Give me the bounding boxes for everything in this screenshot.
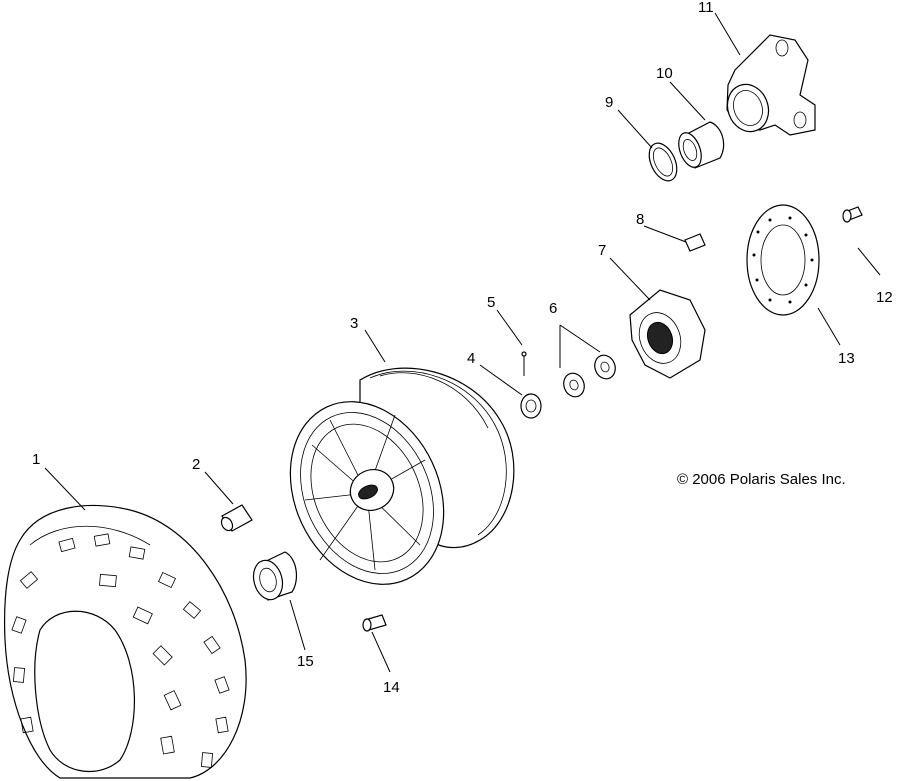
castle-nut-part [520,393,542,419]
bearing-carrier-part [726,34,816,136]
bearing-part [678,121,725,169]
callout-11: 11 [698,0,714,16]
brake-disc-screw-part [842,206,863,223]
cotter-pin-part [521,351,527,376]
copyright-notice: © 2006 Polaris Sales Inc. [677,471,846,488]
callout-14: 14 [383,679,400,696]
wheel-bolt-part [362,614,387,632]
callout-3: 3 [350,315,358,332]
callout-9: 9 [605,94,613,111]
retaining-ring-part [648,142,678,182]
wheel-hub-part [629,289,706,379]
tire-part [4,504,247,779]
callout-8: 8 [636,211,644,228]
callout-12: 12 [876,289,893,306]
callout-5: 5 [487,294,495,311]
callout-2: 2 [192,456,200,473]
brake-disc-part [746,204,820,316]
callout-7: 7 [598,242,606,259]
callout-15: 15 [297,653,314,670]
callout-1: 1 [32,451,40,468]
callout-6: 6 [549,300,557,317]
callout-10: 10 [656,65,673,82]
callout-4: 4 [467,350,475,367]
leader-lines [44,12,881,673]
washer-part [563,354,616,398]
wheel-rim-part [289,367,515,585]
lug-nut-cap-part [252,551,298,601]
valve-stem-part [220,504,253,532]
callout-13: 13 [838,350,855,367]
hub-stud-part [684,233,706,252]
